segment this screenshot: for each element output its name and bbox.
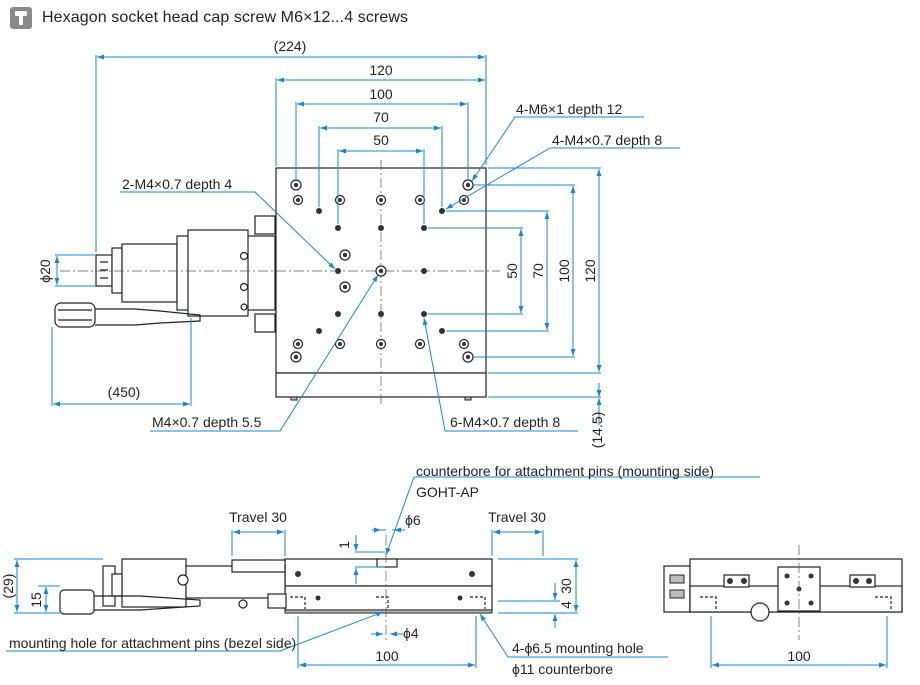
top-view: (224) 120 100 70 50 50 70 100: [37, 38, 680, 448]
dim-travel-right: Travel 30: [488, 509, 546, 525]
callout-goht: GOHT-AP: [416, 484, 479, 500]
dim-side-100: 100: [375, 648, 399, 664]
dim-h29: (29): [0, 574, 16, 599]
legend-text: Hexagon socket head cap screw M6×12...4 …: [42, 9, 409, 26]
callout-cbore: ϕ11 counterbore: [512, 661, 613, 677]
dim-224: (224): [274, 38, 307, 54]
callout-d6: ϕ6: [405, 512, 421, 528]
cap-screw-icon: [10, 7, 32, 29]
side-dimensions: 50 70 100 120 (14.5) ϕ20 (450): [37, 167, 605, 449]
legend: Hexagon socket head cap screw M6×12...4 …: [10, 6, 408, 30]
side-body: [284, 558, 493, 614]
callout-m4-6: 6-M4×0.7 depth 8: [450, 414, 560, 430]
dim-v50: 50: [504, 263, 520, 279]
dim-100: 100: [369, 86, 393, 102]
dim-70: 70: [373, 109, 389, 125]
end-view: 100: [663, 545, 903, 668]
dim-450: (450): [108, 384, 141, 400]
callout-m4-center: M4×0.7 depth 5.5: [152, 414, 262, 430]
callout-pins-mounting: counterbore for attachment pins (mountin…: [416, 463, 714, 479]
side-callouts: counterbore for attachment pins (mountin…: [6, 463, 760, 677]
callout-pins-bezel: mounting hole for attachment pins (bezel…: [9, 635, 296, 651]
dim-end-100: 100: [787, 648, 811, 664]
top-dimensions: (224) 120 100 70 50: [95, 38, 487, 252]
side-motor: [59, 558, 287, 615]
dim-d20: ϕ20: [37, 259, 53, 283]
dim-v70: 70: [530, 263, 546, 279]
dim-one: 1: [336, 541, 352, 549]
dim-v100: 100: [556, 259, 572, 283]
callout-m4-4: 4-M4×0.7 depth 8: [552, 132, 662, 148]
dim-h15: 15: [28, 592, 44, 608]
dim-h30: 30: [558, 578, 574, 594]
callout-d4: ϕ4: [403, 625, 419, 641]
callout-m6: 4-M6×1 depth 12: [516, 101, 622, 117]
callout-holes: 4-ϕ6.5 mounting hole: [512, 640, 644, 656]
callout-m4-2: 2-M4×0.7 depth 4: [122, 176, 232, 192]
top-callouts: 4-M6×1 depth 12 4-M4×0.7 depth 8 2-M4×0.…: [120, 101, 680, 432]
side-view: Travel 30 Travel 30 1 30 4 (29) 15: [0, 463, 760, 677]
dim-four: 4: [558, 601, 574, 609]
side-dimensions: Travel 30 Travel 30 1 30 4 (29) 15: [0, 509, 579, 668]
dim-50: 50: [373, 132, 389, 148]
motor-assembly: [54, 215, 276, 333]
dim-14-5: (14.5): [589, 412, 605, 449]
dim-v120: 120: [582, 259, 598, 283]
dim-travel-left: Travel 30: [229, 509, 287, 525]
dim-120: 120: [369, 62, 393, 78]
